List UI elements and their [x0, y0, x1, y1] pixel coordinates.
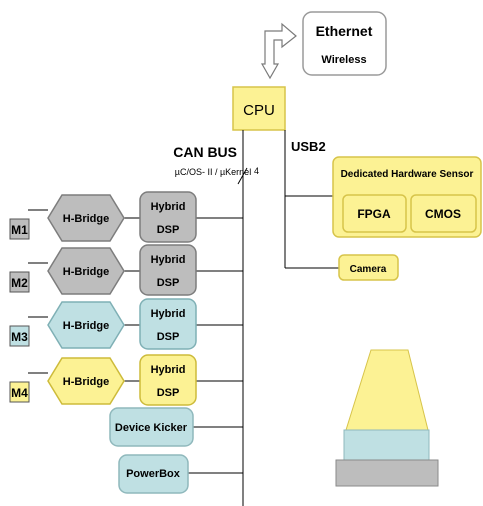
h-bridge-hexagon [47, 301, 125, 349]
network-arrow [260, 22, 297, 80]
device-kicker-box [109, 407, 194, 447]
fpga-label: FPGA [357, 207, 391, 221]
fpga-box [342, 194, 407, 233]
device-kicker-label: Device Kicker [115, 422, 188, 434]
hybrid-dsp-box [139, 191, 197, 243]
camera-box [338, 254, 399, 281]
motor-box [9, 381, 30, 403]
robot-base [335, 459, 439, 487]
dsp-label: DSP [157, 331, 180, 343]
cpu-label: CPU [243, 102, 275, 119]
cmos-label: CMOS [425, 207, 461, 221]
camera-label: Camera [350, 264, 387, 275]
motor-box [9, 271, 30, 293]
hybrid-dsp-box [139, 354, 197, 406]
motor-label: M3 [11, 330, 28, 344]
motor-box [9, 218, 30, 240]
ethernet-box [302, 11, 387, 76]
robot-middle [343, 429, 430, 461]
wireless-label: Wireless [321, 54, 366, 66]
os-label: µC/OS- II / µKernel [175, 167, 251, 177]
can-bus-label: CAN BUS [173, 144, 237, 160]
h-bridge-hexagon [47, 357, 125, 405]
motor-box [9, 325, 30, 347]
ethernet-label: Ethernet [316, 23, 373, 39]
usb-label: USB2 [291, 139, 326, 154]
h-bridge-hexagon [47, 247, 125, 295]
cmos-box [410, 194, 477, 233]
bus-width-label: 4 [254, 166, 259, 176]
sensor-title: Dedicated Hardware Sensor [341, 169, 474, 180]
h-bridge-label: H-Bridge [63, 376, 109, 388]
motor-label: M2 [11, 276, 28, 290]
dsp-label: DSP [157, 224, 180, 236]
powerbox-box [118, 454, 189, 494]
h-bridge-hexagon [47, 194, 125, 242]
h-bridge-label: H-Bridge [63, 213, 109, 225]
motor-label: M1 [11, 223, 28, 237]
hybrid-label: Hybrid [151, 308, 186, 320]
hybrid-dsp-box [139, 244, 197, 296]
motor-label: M4 [11, 386, 28, 400]
hybrid-label: Hybrid [151, 201, 186, 213]
cpu-box [232, 86, 286, 131]
powerbox-label: PowerBox [126, 468, 181, 480]
motor-rows: M1H-BridgeHybridDSPM2H-BridgeHybridDSPM3… [9, 191, 243, 406]
hybrid-dsp-box [139, 298, 197, 350]
dsp-label: DSP [157, 387, 180, 399]
hybrid-label: Hybrid [151, 254, 186, 266]
dsp-label: DSP [157, 277, 180, 289]
h-bridge-label: H-Bridge [63, 320, 109, 332]
hybrid-label: Hybrid [151, 364, 186, 376]
robot-top [345, 349, 429, 431]
h-bridge-label: H-Bridge [63, 266, 109, 278]
